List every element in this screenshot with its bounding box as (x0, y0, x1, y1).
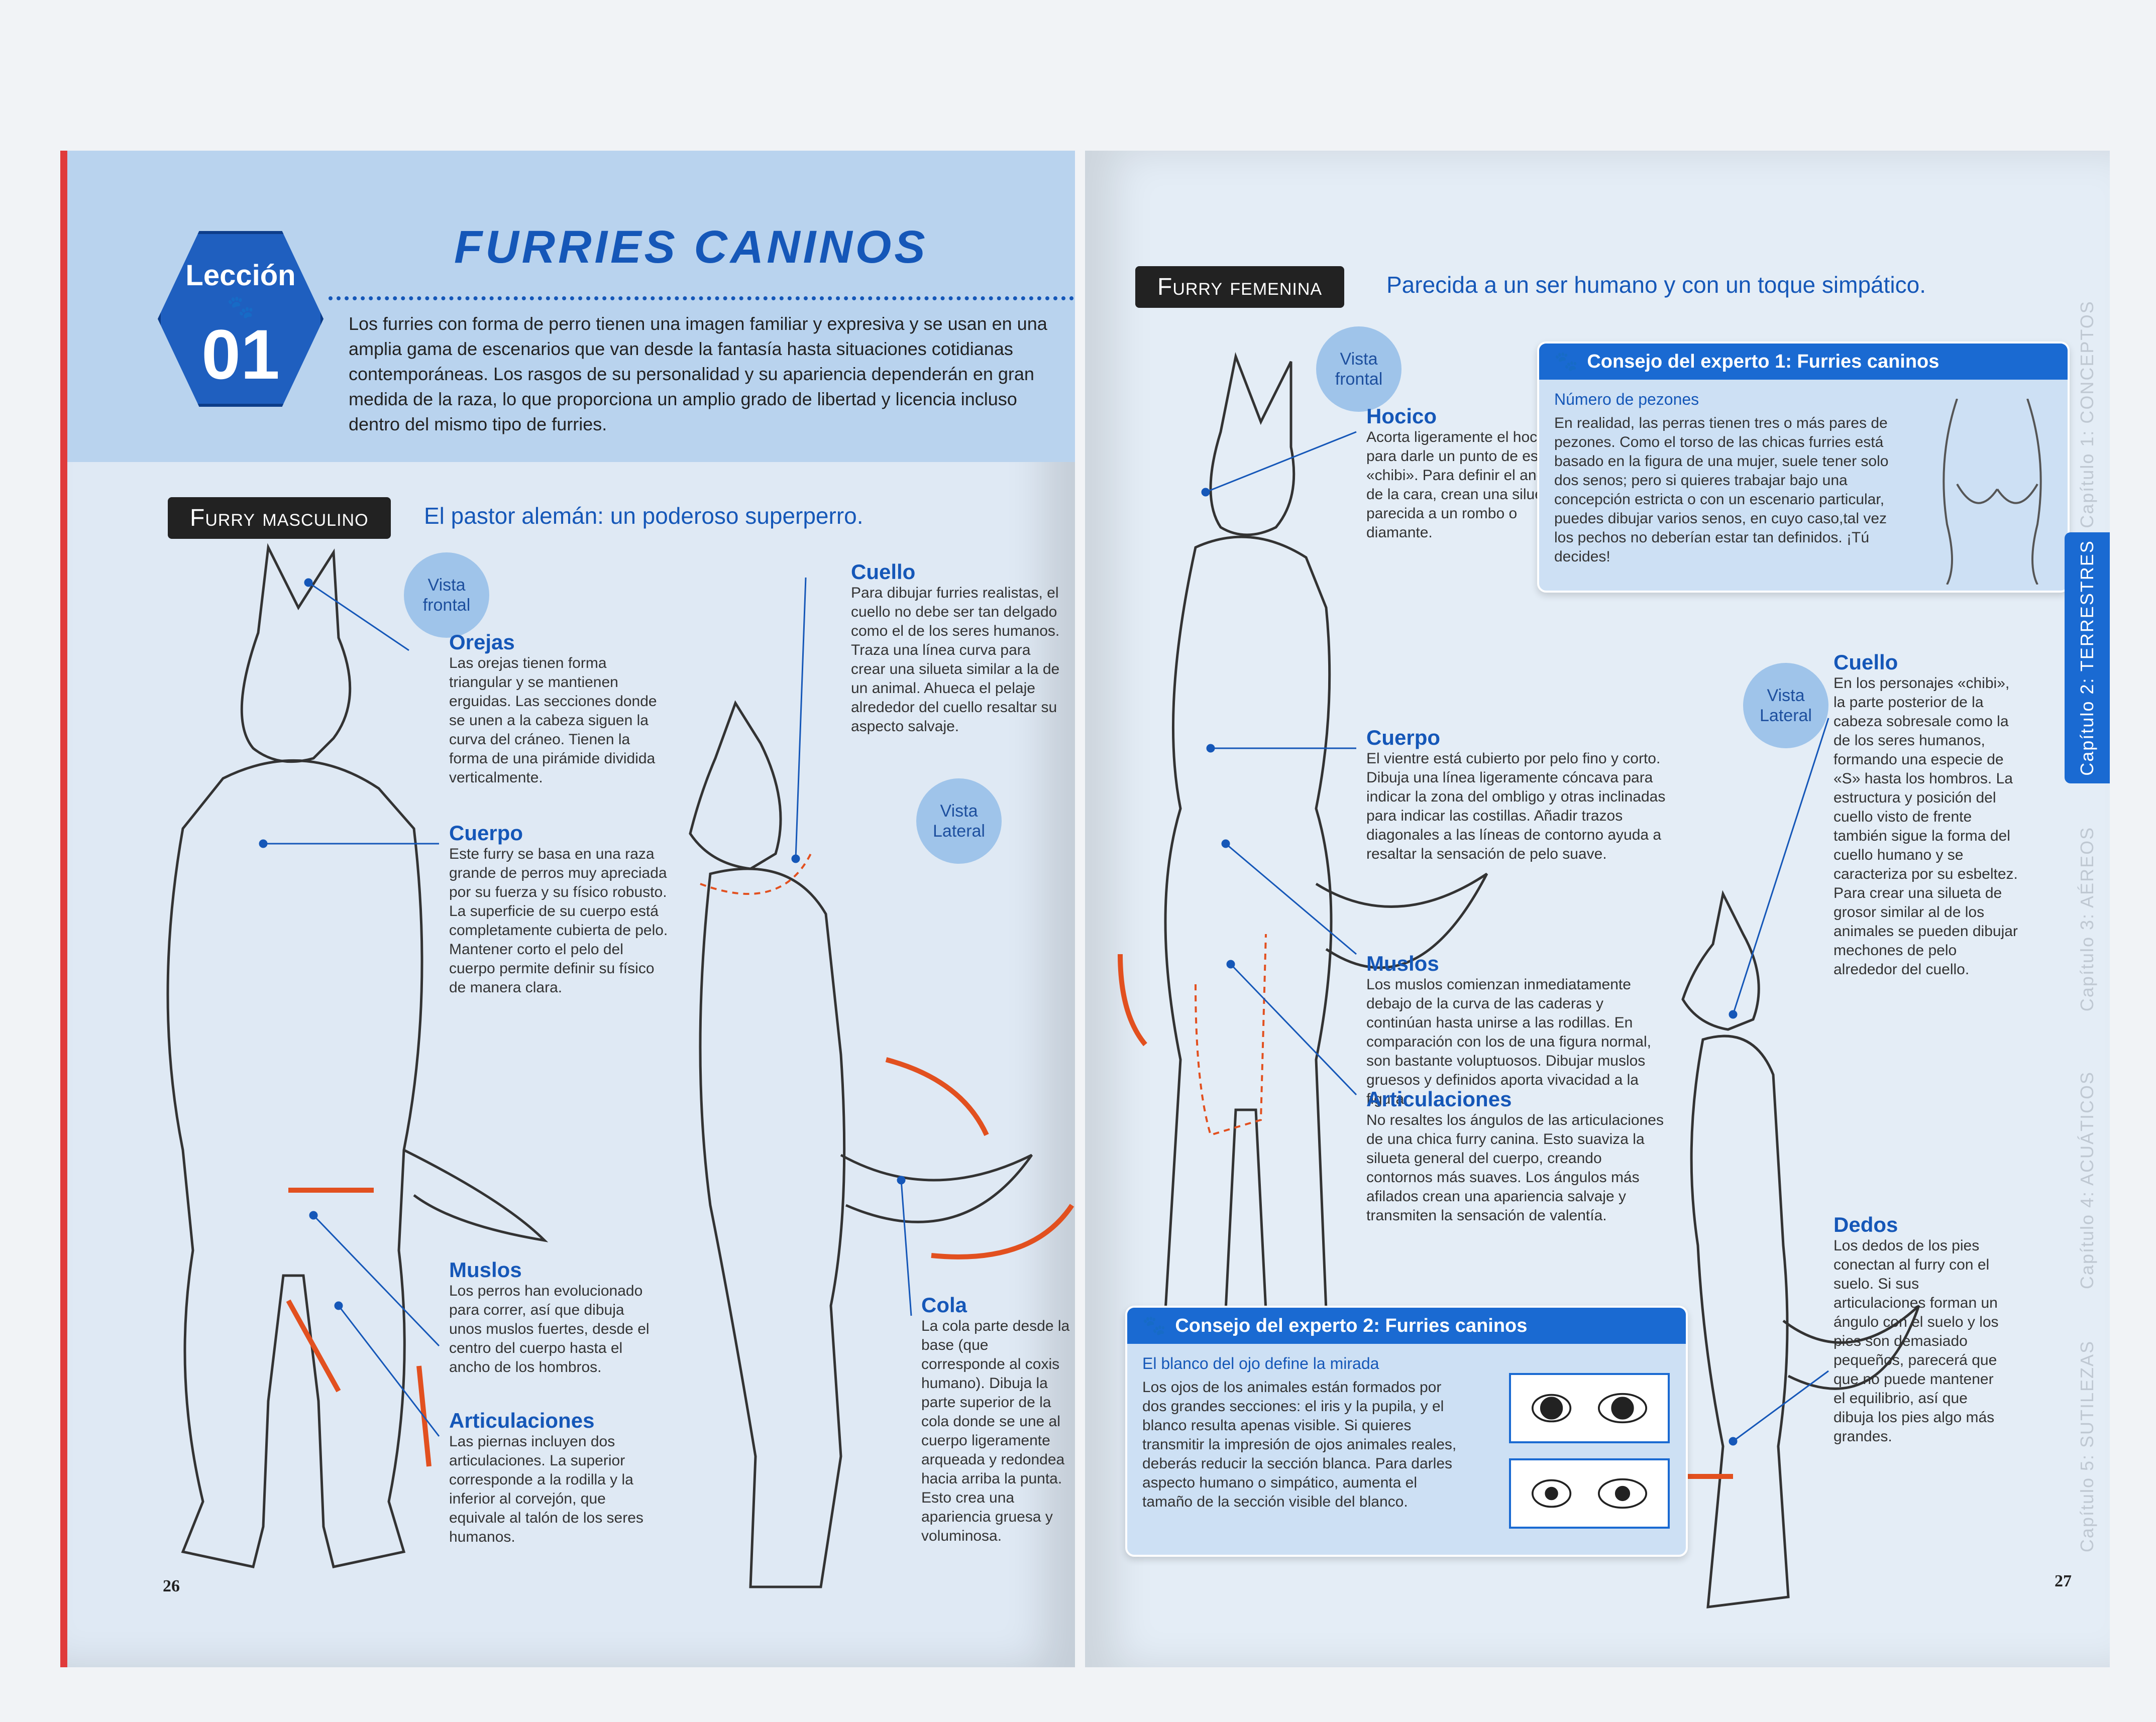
eye-example-animal (1509, 1373, 1670, 1443)
expert-tip-1-title: Consejo del experto 1: Furries caninos (1587, 351, 1939, 372)
left-page: Lección 🐾 01 FURRIES CANINOS Los furries… (60, 151, 1075, 1667)
note-cuello-title: Cuello (851, 560, 916, 584)
male-front-figure (153, 543, 555, 1602)
section-female: Furry femenina (1135, 266, 1345, 308)
paw-icon: 🐾 (227, 295, 255, 319)
note-articulaciones-text: Las piernas incluyen dos articulaciones.… (449, 1433, 643, 1545)
expert-tip-2-title: Consejo del experto 2: Furries caninos (1175, 1315, 1528, 1336)
note-dedos-text: Los dedos de los pies conectan al furry … (1834, 1237, 1999, 1445)
note-articulaciones-female-text: No resaltes los ángulos de las articulac… (1366, 1112, 1664, 1224)
expert-tip-1-body: Número de pezones En realidad, las perra… (1539, 380, 1921, 577)
note-dedos: Dedos Los dedos de los pies conectan al … (1834, 1213, 2004, 1446)
lesson-title: FURRIES CANINOS (454, 221, 928, 273)
eye-example-human (1509, 1458, 1670, 1529)
note-cuello-female: Cuello En los personajes «chibi», la par… (1834, 650, 2019, 979)
note-cola-text: La cola parte desde la base (que corresp… (921, 1318, 1070, 1544)
note-articulaciones: Articulaciones Las piernas incluyen dos … (449, 1409, 650, 1547)
torso-sketch (1927, 398, 2058, 585)
expert-tip-2-text: Los ojos de los animales están formados … (1142, 1379, 1457, 1510)
note-muslos-female-text: Los muslos comienzan inmediatamente deba… (1366, 976, 1651, 1107)
expert-tip-1: 🐾 Consejo del experto 1: Furries caninos… (1537, 341, 2070, 593)
lesson-number: 01 (201, 315, 280, 394)
expert-tip-2-subtitle: El blanco del ojo define la mirada (1142, 1354, 1379, 1372)
note-hocico-title: Hocico (1366, 404, 1437, 428)
note-articulaciones-female: Articulaciones No resaltes los ángulos d… (1366, 1087, 1668, 1225)
note-cuerpo: Cuerpo Este furry se basa en una raza gr… (449, 821, 670, 997)
paw-icon: 🐾 (1554, 351, 1578, 372)
note-orejas-text: Las orejas tienen forma triangular y se … (449, 655, 657, 786)
expert-tip-2-body: El blanco del ojo define la mirada Los o… (1127, 1344, 1479, 1522)
chapter-tab-5[interactable]: Capítulo 5: SUTILEZAS (2077, 1340, 2098, 1553)
note-cuello: Cuello Para dibujar furries realistas, e… (851, 560, 1062, 736)
lesson-label: Lección (185, 259, 296, 292)
note-muslos-female: Muslos Los muslos comienzan inmediatamen… (1366, 952, 1668, 1109)
expert-tip-1-subtitle: Número de pezones (1554, 390, 1699, 408)
note-cuerpo-female: Cuerpo El vientre está cubierto por pelo… (1366, 726, 1678, 864)
section-male-subtitle: El pastor alemán: un poderoso superperro… (424, 503, 864, 529)
note-cuerpo-female-title: Cuerpo (1366, 726, 1440, 749)
book-spread: Lección 🐾 01 FURRIES CANINOS Los furries… (60, 151, 2110, 1667)
paw-icon: 🐾 (1142, 1315, 1166, 1336)
chapter-tab-4[interactable]: Capítulo 4: ACUÁTICOS (2077, 1071, 2097, 1290)
expert-tip-2-header: 🐾 Consejo del experto 2: Furries caninos (1127, 1308, 1686, 1344)
expert-tip-2: 🐾 Consejo del experto 2: Furries caninos… (1125, 1306, 1688, 1557)
chapter-tab-2[interactable]: Capítulo 2: TERRESTRES (2065, 532, 2110, 783)
page-number-right: 27 (2055, 1572, 2072, 1590)
note-orejas-title: Orejas (449, 630, 515, 654)
note-cuello-text: Para dibujar furries realistas, el cuell… (851, 585, 1060, 735)
chapter-tab-1[interactable]: Capítulo 1: CONCEPTOS (2077, 300, 2097, 528)
note-muslos-title: Muslos (449, 1258, 522, 1282)
note-cuerpo-title: Cuerpo (449, 821, 523, 845)
expert-tip-1-header: 🐾 Consejo del experto 1: Furries caninos (1539, 343, 2068, 380)
note-muslos: Muslos Los perros han evolucionado para … (449, 1258, 650, 1377)
intro-text: Los furries con forma de perro tienen un… (349, 313, 1047, 434)
note-cola-title: Cola (921, 1293, 967, 1317)
note-cuerpo-text: Este furry se basa en una raza grande de… (449, 846, 668, 996)
note-muslos-female-title: Muslos (1366, 952, 1439, 975)
note-hocico-text: Acorta ligeramente el hocico para darle … (1366, 429, 1561, 541)
note-cola: Cola La cola parte desde la base (que co… (921, 1293, 1072, 1546)
lesson-badge: Lección 🐾 01 (158, 231, 324, 407)
note-orejas: Orejas Las orejas tienen forma triangula… (449, 630, 660, 787)
note-hocico: Hocico Acorta ligeramente el hocico para… (1366, 404, 1577, 542)
chapter-tab-3[interactable]: Capítulo 3: AÉREOS (2077, 826, 2097, 1012)
title-rule (329, 296, 1075, 300)
page-number-left: 26 (163, 1577, 180, 1595)
expert-tip-1-text: En realidad, las perras tienen tres o má… (1554, 415, 1889, 565)
note-muslos-text: Los perros han evolucionado para correr,… (449, 1283, 650, 1375)
right-page: Furry femenina Parecida a un ser humano … (1085, 151, 2110, 1667)
note-cuello-female-text: En los personajes «chibi», la parte post… (1834, 675, 2018, 978)
note-articulaciones-female-title: Articulaciones (1366, 1087, 1512, 1111)
section-female-subtitle: Parecida a un ser humano y con un toque … (1386, 272, 1926, 298)
note-cuerpo-female-text: El vientre está cubierto por pelo fino y… (1366, 750, 1666, 862)
note-dedos-title: Dedos (1834, 1213, 1898, 1236)
note-articulaciones-title: Articulaciones (449, 1409, 595, 1432)
note-cuello-female-title: Cuello (1834, 650, 1898, 674)
section-male: Furry masculino (168, 497, 391, 539)
